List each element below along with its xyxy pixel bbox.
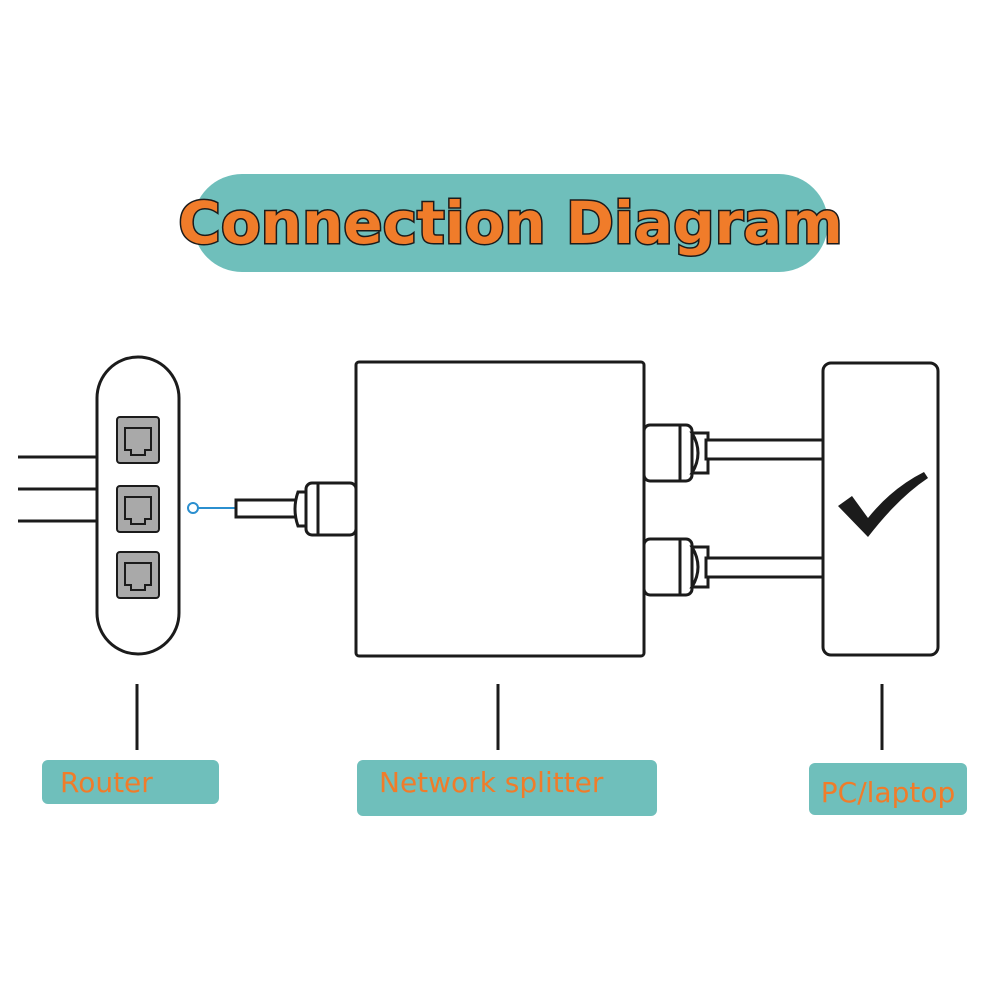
router-input-cables	[18, 455, 98, 523]
ethernet-port-icon	[116, 416, 160, 464]
splitter-label-text: Network splitter	[379, 766, 604, 799]
title-banner: Connection Diagram	[177, 174, 844, 272]
checkmark-icon	[838, 472, 928, 537]
pc-label-text: PC/laptop	[820, 775, 956, 809]
splitter-label: Network splitter	[357, 760, 657, 816]
splitter-output-cable-2	[642, 537, 826, 597]
pc-label: PC/laptop	[809, 763, 967, 815]
router-link-indicator	[187, 502, 236, 514]
router-label: Router	[42, 760, 219, 804]
ethernet-port-icon	[116, 551, 160, 599]
label-leader-lines	[135, 684, 884, 750]
diagram-title: Connection Diagram	[177, 188, 845, 259]
splitter-input-cable	[234, 481, 358, 537]
ethernet-port-icon	[116, 485, 160, 533]
router-label-text: Router	[60, 765, 153, 799]
splitter-output-cable-1	[642, 423, 826, 483]
network-splitter-device	[354, 360, 646, 658]
